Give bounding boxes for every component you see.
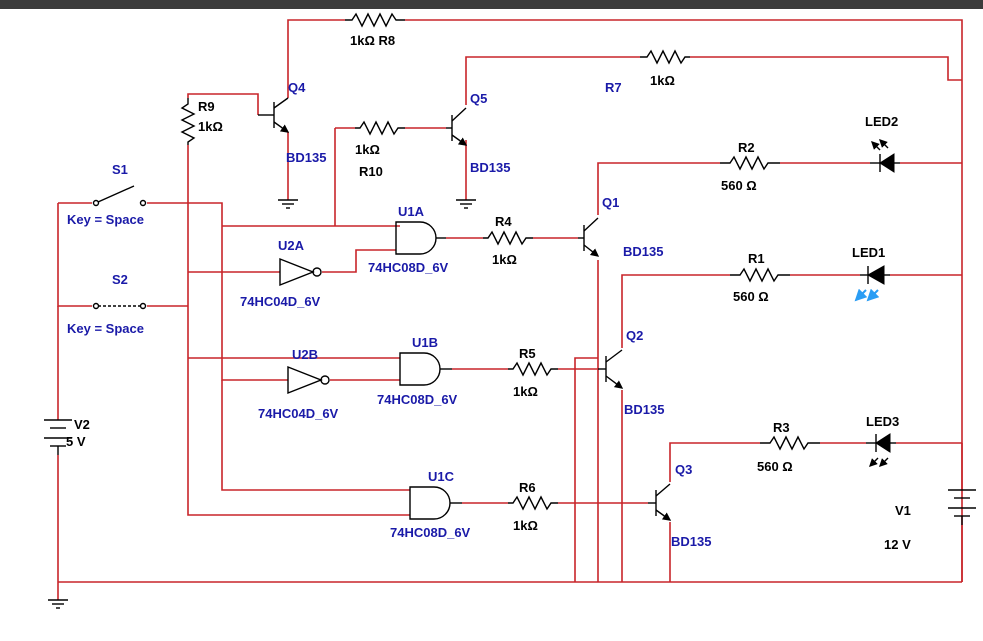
switch-s2[interactable] [92,302,147,310]
led-led2[interactable] [870,139,900,173]
not-gate-u2a[interactable] [279,257,322,287]
not-gate-u2b[interactable] [287,365,330,395]
label-r5-value: 1kΩ [513,384,538,399]
and-gate-u1c[interactable] [409,486,462,520]
label-r9-value: 1kΩ [198,119,223,134]
label-u2a: U2A [278,238,305,253]
label-r6-value: 1kΩ [513,518,538,533]
label-u1c: U1C [428,469,455,484]
label-q5: Q5 [470,91,487,106]
transistor-q2[interactable] [598,349,624,389]
label-r7: R7 [605,80,622,95]
label-led2: LED2 [865,114,898,129]
label-q2-type: BD135 [624,402,664,417]
resistor-r10[interactable] [355,120,405,136]
label-s2: S2 [112,272,128,287]
label-v1: V1 [895,503,911,518]
switch-s1[interactable] [92,185,147,207]
label-r7-value: 1kΩ [650,73,675,88]
label-q1: Q1 [602,195,619,210]
resistor-r4[interactable] [483,230,533,246]
label-r2: R2 [738,140,755,155]
label-r4-value: 1kΩ [492,252,517,267]
labels: 1kΩ R8 R7 1kΩ Q4 BD135 Q5 BD135 R9 1kΩ 1… [66,33,911,552]
transistor-q5[interactable] [446,107,468,146]
label-r1-value: 560 Ω [733,289,769,304]
ground-q4 [278,199,298,209]
label-u2b: U2B [292,347,318,362]
label-r10: R10 [359,164,383,179]
label-r2-value: 560 Ω [721,178,757,193]
label-r3-value: 560 Ω [757,459,793,474]
label-u1b-type: 74HC08D_6V [377,392,458,407]
led-led1[interactable] [854,265,890,302]
window-top-bar [0,0,983,9]
label-u1b: U1B [412,335,438,350]
label-r3: R3 [773,420,790,435]
resistor-r9[interactable] [180,98,196,145]
label-q4-type: BD135 [286,150,326,165]
label-r5: R5 [519,346,536,361]
wires [57,19,963,600]
battery-v2[interactable] [44,419,72,455]
resistor-r2[interactable] [720,155,780,171]
resistor-r3[interactable] [760,435,820,451]
resistor-r1[interactable] [730,267,790,283]
label-r4: R4 [495,214,512,229]
label-q2: Q2 [626,328,643,343]
transistor-q4[interactable] [258,97,290,133]
ground-q5 [456,199,476,209]
label-r6: R6 [519,480,536,495]
label-q4: Q4 [288,80,306,95]
and-gate-u1b[interactable] [399,352,452,386]
and-gate-u1a[interactable] [395,221,446,255]
label-u1a: U1A [398,204,425,219]
transistor-q1[interactable] [578,217,600,257]
label-s1-key: Key = Space [67,212,144,227]
label-u1c-type: 74HC08D_6V [390,525,471,540]
label-led3: LED3 [866,414,899,429]
label-r8: 1kΩ R8 [350,33,395,48]
label-q3: Q3 [675,462,692,477]
resistor-r6[interactable] [508,495,558,511]
transistor-q3[interactable] [648,483,672,521]
label-q3-type: BD135 [671,534,711,549]
label-r9: R9 [198,99,215,114]
label-u2b-type: 74HC04D_6V [258,406,339,421]
label-r10-value: 1kΩ [355,142,380,157]
label-u1a-type: 74HC08D_6V [368,260,449,275]
label-v1-value: 12 V [884,537,911,552]
resistor-r8[interactable] [345,12,405,28]
resistor-r7[interactable] [640,49,690,65]
label-q5-type: BD135 [470,160,510,175]
label-v2-value: 5 V [66,434,86,449]
label-u2a-type: 74HC04D_6V [240,294,321,309]
label-q1-type: BD135 [623,244,663,259]
label-s1: S1 [112,162,128,177]
label-led1: LED1 [852,245,885,260]
label-s2-key: Key = Space [67,321,144,336]
label-v2: V2 [74,417,90,432]
led-led3[interactable] [866,433,896,467]
ground-main [48,599,68,609]
label-r1: R1 [748,251,765,266]
resistor-r5[interactable] [508,361,558,377]
battery-v1[interactable] [948,489,976,525]
